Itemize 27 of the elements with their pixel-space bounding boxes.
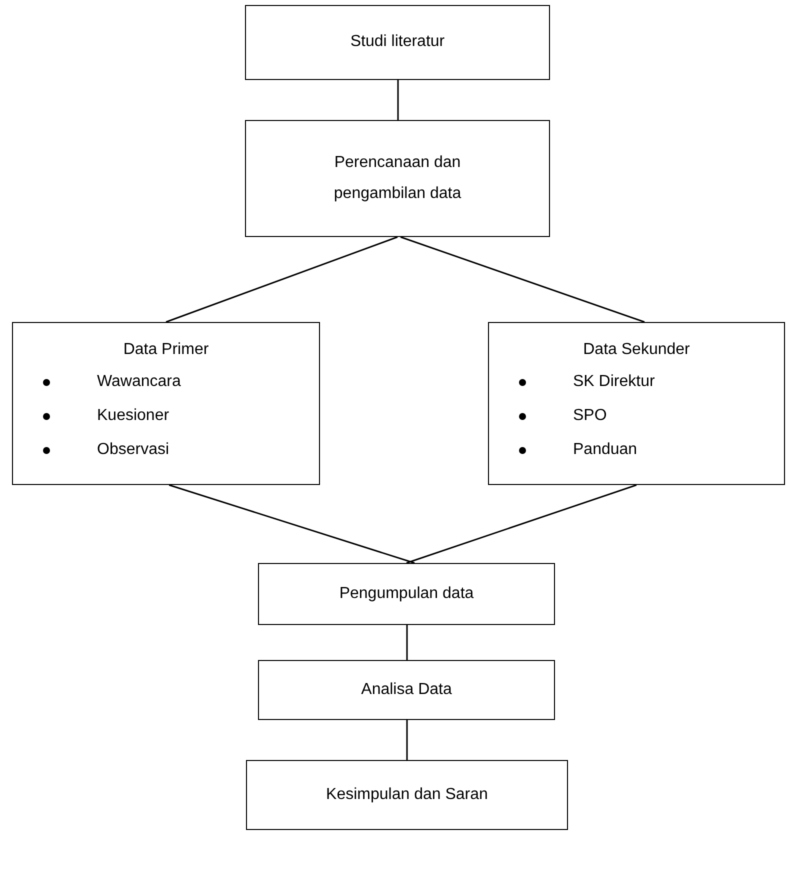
connector-line <box>406 484 637 564</box>
box-label: Kesimpulan dan Saran <box>326 784 488 805</box>
list-item: Observasi <box>97 440 170 460</box>
connector-line <box>397 80 399 120</box>
process-box <box>258 563 555 625</box>
box-label: Perencanaan dan pengambilan data <box>332 153 462 204</box>
process-box <box>246 760 568 830</box>
process-box <box>245 5 550 80</box>
box-heading: Data Sekunder <box>582 340 691 360</box>
list-box <box>12 322 320 485</box>
list-item: Panduan <box>573 440 638 460</box>
box-label: Pengumpulan data <box>339 584 474 604</box>
list-item: Kuesioner <box>97 406 170 426</box>
list-item: SK Direktur <box>573 372 655 392</box>
list-item: Wawancara <box>97 372 181 392</box>
box-label: Analisa Data <box>361 680 452 700</box>
process-box <box>245 120 550 237</box>
box-heading: Data Primer <box>122 340 210 360</box>
connector-line <box>168 484 415 564</box>
list-item: SPO <box>573 406 607 426</box>
list-box <box>488 322 785 485</box>
connector-line <box>406 720 408 760</box>
connector-line <box>400 236 645 323</box>
connector-line <box>406 625 408 660</box>
process-box <box>258 660 555 720</box>
connector-line <box>166 236 398 323</box>
box-label: Studi literatur <box>350 32 445 52</box>
